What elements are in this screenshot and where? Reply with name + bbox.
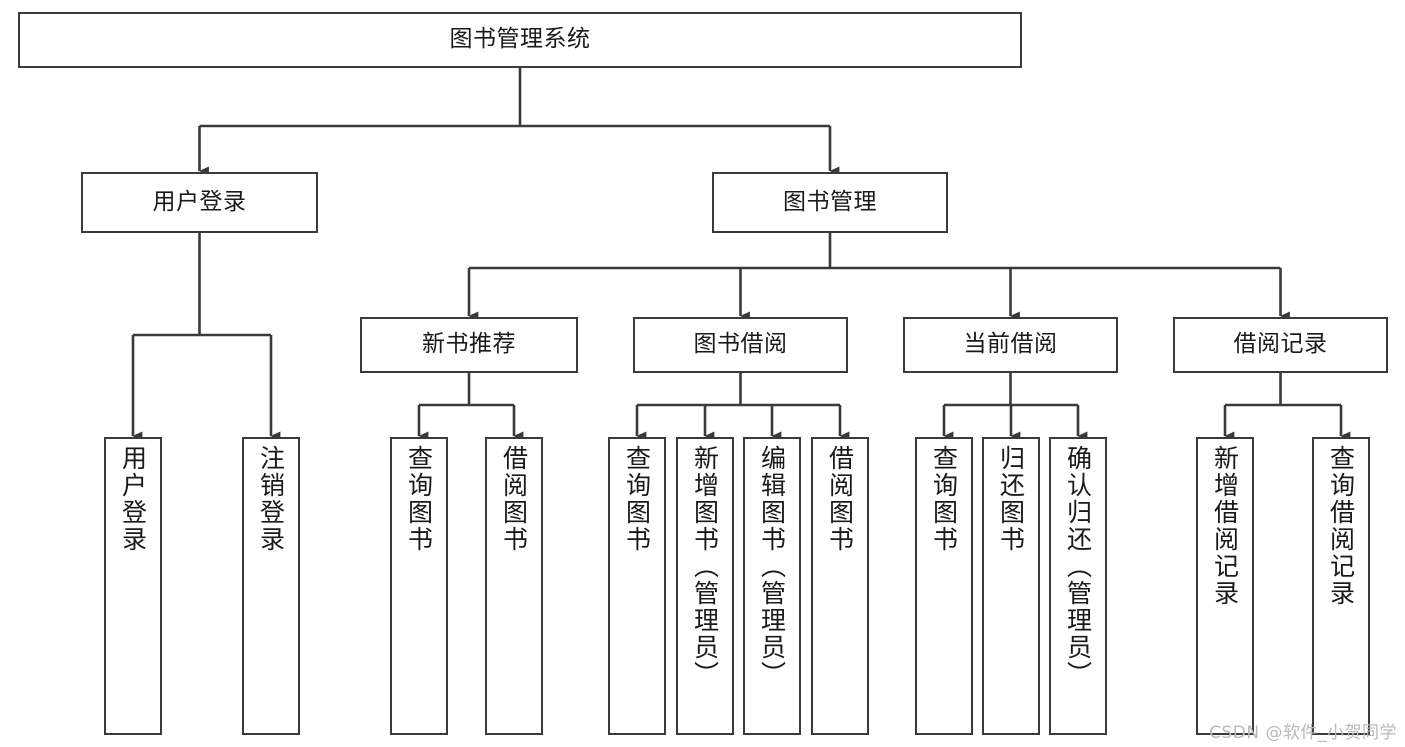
node-label: 用户登录 xyxy=(118,445,148,553)
node-label: 借阅记录 xyxy=(1233,331,1328,358)
node-label: 查询图书 xyxy=(929,445,959,553)
node-leaf-add-record[interactable]: 新增借阅记录 xyxy=(1196,437,1254,735)
node-leaf-query-book-2[interactable]: 查询图书 xyxy=(608,437,666,735)
node-label: 图书管理 xyxy=(783,188,877,215)
node-label: 编辑图书（管理员） xyxy=(757,445,787,688)
node-book-manage[interactable]: 图书管理 xyxy=(712,172,948,233)
node-leaf-user-logout[interactable]: 注销登录 xyxy=(242,437,300,735)
node-label: 注销登录 xyxy=(256,445,286,553)
node-label: 当前借阅 xyxy=(963,331,1058,358)
node-current-borrow[interactable]: 当前借阅 xyxy=(903,317,1118,373)
node-leaf-confirm-return[interactable]: 确认归还（管理员） xyxy=(1049,437,1107,735)
node-leaf-return-book[interactable]: 归还图书 xyxy=(982,437,1040,735)
node-label: 借阅图书 xyxy=(499,445,529,553)
node-label: 用户登录 xyxy=(152,188,247,215)
node-root[interactable]: 图书管理系统 xyxy=(18,12,1022,68)
node-new-book-rec[interactable]: 新书推荐 xyxy=(360,317,578,373)
node-label: 新增图书（管理员） xyxy=(690,445,720,688)
node-leaf-query-book-1[interactable]: 查询图书 xyxy=(390,437,448,735)
node-label: 归还图书 xyxy=(996,445,1026,553)
node-leaf-query-record[interactable]: 查询借阅记录 xyxy=(1312,437,1370,735)
node-leaf-query-book-3[interactable]: 查询图书 xyxy=(915,437,973,735)
node-label: 查询图书 xyxy=(404,445,434,553)
node-label: 查询借阅记录 xyxy=(1326,445,1356,607)
watermark: CSDN @软件_小贺同学 xyxy=(1209,723,1397,743)
node-label: 查询图书 xyxy=(622,445,652,553)
node-leaf-borrow-book-1[interactable]: 借阅图书 xyxy=(485,437,543,735)
node-leaf-add-book[interactable]: 新增图书（管理员） xyxy=(676,437,734,735)
edge-group xyxy=(131,68,1351,441)
node-label: 新书推荐 xyxy=(422,331,516,358)
node-label: 确认归还（管理员） xyxy=(1063,445,1093,688)
node-leaf-edit-book[interactable]: 编辑图书（管理员） xyxy=(743,437,801,735)
node-label: 图书借阅 xyxy=(693,331,788,358)
node-book-borrow[interactable]: 图书借阅 xyxy=(633,317,848,373)
node-label: 借阅图书 xyxy=(825,445,855,553)
node-label: 新增借阅记录 xyxy=(1210,445,1240,607)
node-leaf-user-login[interactable]: 用户登录 xyxy=(104,437,162,735)
node-label: 图书管理系统 xyxy=(449,26,591,53)
node-borrow-record[interactable]: 借阅记录 xyxy=(1173,317,1388,373)
node-leaf-borrow-book-2[interactable]: 借阅图书 xyxy=(811,437,869,735)
node-user-login[interactable]: 用户登录 xyxy=(81,172,318,233)
